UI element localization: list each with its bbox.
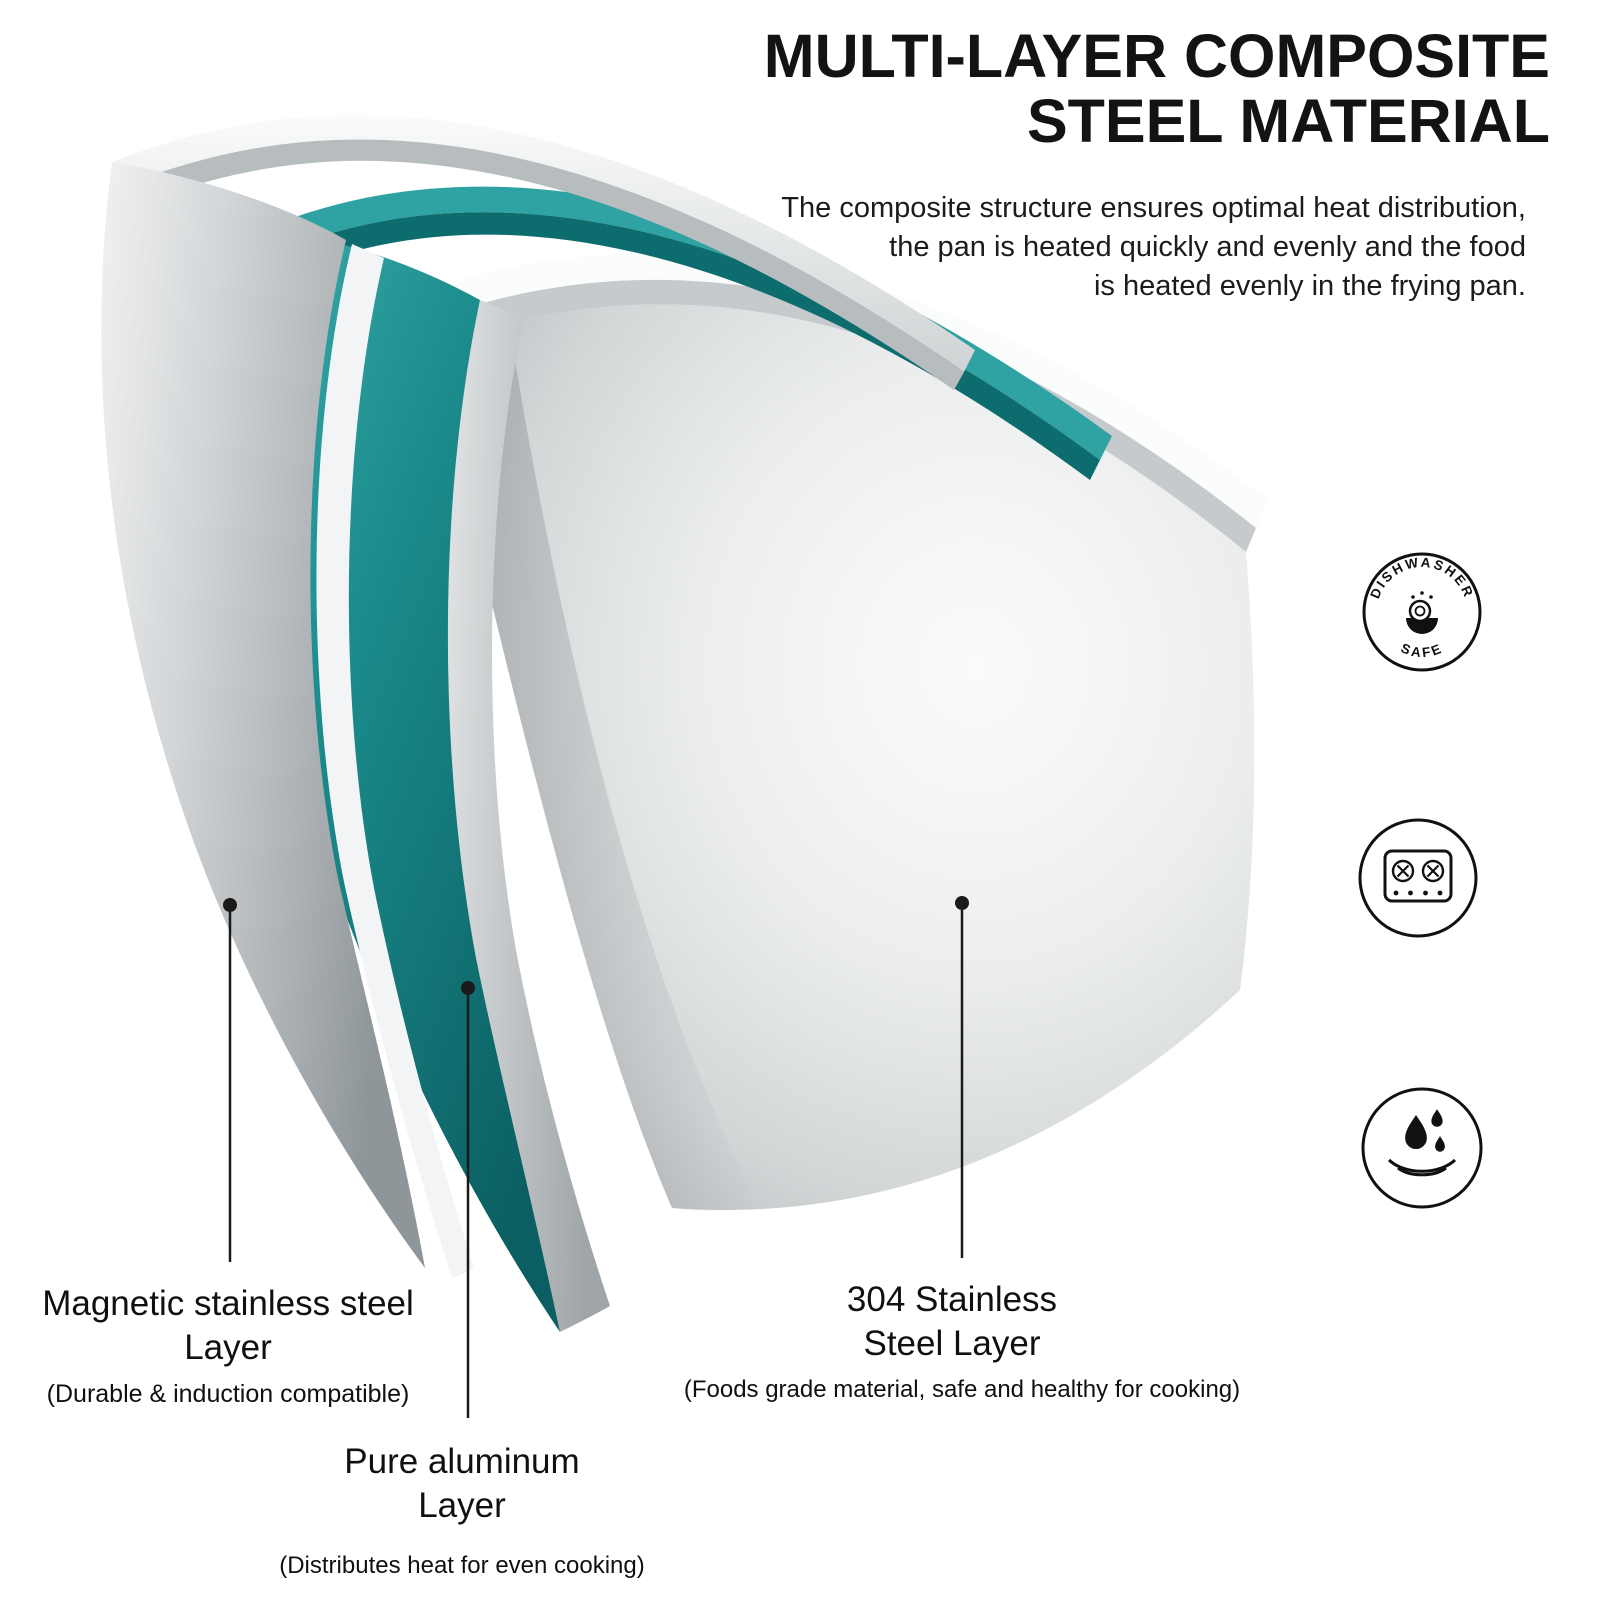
page-title: MULTI-LAYER COMPOSITE STEEL MATERIAL — [630, 22, 1550, 156]
steel-interlayer — [447, 300, 610, 1332]
outer-steel-rim-underside — [124, 139, 964, 390]
subtitle: The composite structure ensures optimal … — [666, 189, 1526, 306]
label-magnetic-line-2: Layer — [184, 1328, 272, 1368]
dishwasher-safe-badge: DISHWASHER SAFE — [1362, 552, 1482, 672]
label-magnetic-note: (Durable & induction compatible) — [46, 1380, 410, 1409]
dishwasher-icon — [1406, 591, 1438, 634]
label-steel304-line-1: 304 Stainless — [846, 1280, 1058, 1319]
label-magnetic-line-1: Magnetic stainless steel — [42, 1284, 414, 1323]
badge-circle — [1361, 1087, 1483, 1209]
outer-steel-face — [101, 162, 425, 1268]
inner-steel-rim-underside — [420, 279, 1256, 552]
callout-dot-steel304 — [955, 896, 969, 910]
callout-dot-magnetic — [223, 898, 237, 912]
outer-steel-rim — [112, 115, 975, 372]
aluminum-rim-underside — [278, 212, 1100, 480]
subtitle-line-1: The composite structure ensures optimal … — [781, 192, 1526, 224]
label-steel304-note: (Foods grade material, safe and healthy … — [683, 1376, 1241, 1403]
badge-circle — [1358, 818, 1478, 938]
label-aluminum-line-1: Pure aluminum — [344, 1442, 580, 1481]
inner-steel-rim — [408, 253, 1268, 528]
label-aluminum-note: (Distributes heat for even cooking) — [279, 1552, 645, 1580]
label-steel304-line-2: Steel Layer — [863, 1324, 1041, 1364]
label-aluminum-line-2: Layer — [418, 1486, 506, 1526]
water-drops-bowl-icon — [1387, 1109, 1457, 1177]
subtitle-line-2: the pan is heated quickly and evenly and… — [889, 230, 1526, 263]
label-aluminum-layer: Pure aluminum Layer (Distributes heat fo… — [262, 1440, 662, 1581]
subtitle-line-3: is heated evenly in the frying pan. — [1093, 269, 1526, 302]
callout-dot-aluminum — [461, 981, 475, 995]
gas-stove-icon — [1383, 849, 1453, 903]
aluminum-rim — [266, 186, 1112, 460]
white-interlayer — [316, 244, 474, 1278]
dishwasher-badge-bottom-text: SAFE — [1399, 640, 1446, 660]
easy-clean-badge — [1361, 1087, 1483, 1209]
label-304-steel-layer: 304 Stainless Steel Layer — [752, 1278, 1152, 1366]
title-line-1: MULTI-LAYER COMPOSITE — [763, 22, 1550, 90]
inner-steel-surface-shading — [432, 330, 760, 1211]
title-line-2: STEEL MATERIAL — [1026, 87, 1550, 156]
stove-safe-badge — [1358, 818, 1478, 938]
label-magnetic-steel-layer: Magnetic stainless steel Layer (Durable … — [8, 1282, 448, 1411]
